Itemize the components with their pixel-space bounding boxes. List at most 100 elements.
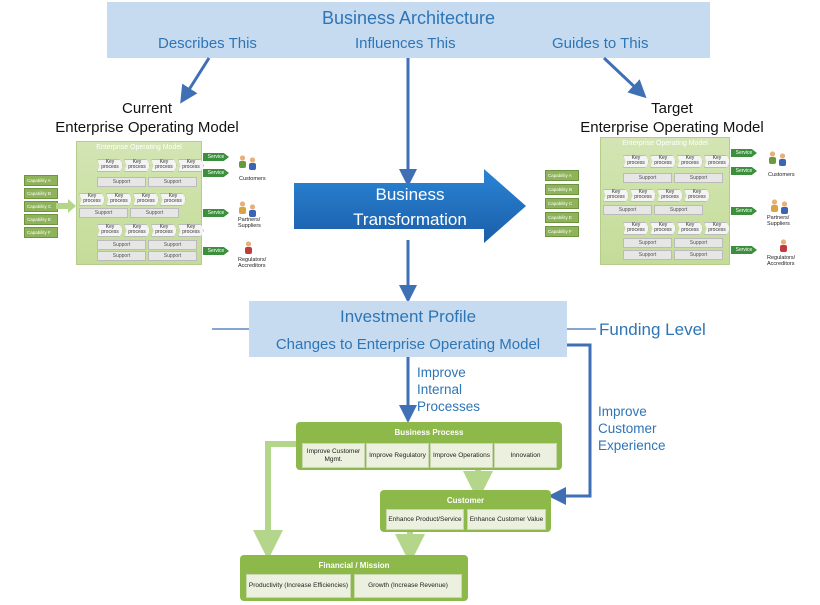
business-process-box: Business Process Improve Customer Mgmt. … (296, 422, 562, 470)
capability-e: Capability E (545, 212, 579, 223)
key-process-row-3: Key process Key process Key process Key … (97, 224, 204, 237)
business-architecture-box (107, 2, 710, 58)
key-process: Key process (657, 189, 683, 202)
improve-customer-label: Improve Customer Experience (598, 403, 666, 454)
current-model-title-1: Current (121, 100, 173, 117)
improve-customer-line: Improve (598, 404, 647, 419)
bp-cell-operations: Improve Operations (430, 443, 493, 468)
key-process: Key process (623, 155, 649, 168)
key-process: Key process (79, 193, 105, 206)
target-model-title-2: Enterprise Operating Model (580, 119, 764, 136)
business-process-title: Business Process (394, 428, 464, 437)
financial-cell-growth: Growth (Increase Revenue) (354, 574, 462, 598)
improve-internal-line: Improve (417, 365, 466, 380)
capability-a: Capability A (24, 175, 58, 186)
key-process: Key process (677, 155, 703, 168)
key-process: Key process (160, 193, 186, 206)
capability-e: Capability E (24, 214, 58, 225)
current-eom-diagram: Capability A Capability B Capability C C… (22, 141, 277, 271)
key-process: Key process (677, 222, 703, 235)
arrow-guides (602, 56, 647, 99)
stakeholder-regulators-label: Regulators/ Accreditors (767, 255, 796, 267)
key-process: Key process (106, 193, 132, 206)
bp-cell-regulatory: Improve Regulatory (366, 443, 429, 468)
capability-a: Capability A (545, 170, 579, 181)
key-process-row-1: Key process Key process Key process Key … (623, 155, 730, 168)
key-process-row-3: Key process Key process Key process Key … (623, 222, 730, 235)
customer-cell-value: Enhance Customer Value (467, 509, 546, 530)
regulator-person-icon (780, 239, 787, 252)
support-box: Support (148, 251, 197, 261)
improve-internal-line: Internal (417, 382, 463, 397)
customer-title: Customer (446, 496, 485, 505)
describes-this-label: Describes This (158, 35, 257, 52)
eom-header: Enterprise Operating Model (96, 144, 182, 151)
business-transformation-arrow (294, 169, 526, 243)
key-process: Key process (151, 159, 177, 172)
capability-c: Capability C (24, 201, 58, 212)
stakeholder-customers-label: Customers (768, 172, 795, 178)
investment-profile-title: Investment Profile (339, 307, 477, 326)
business-transformation-line1: Business (375, 185, 445, 204)
partner-person-icon (781, 201, 788, 214)
key-process: Key process (124, 159, 150, 172)
improve-internal-label: Improve Internal Processes (417, 364, 480, 415)
key-process: Key process (124, 224, 150, 237)
capability-b: Capability B (24, 188, 58, 199)
key-process: Key process (650, 155, 676, 168)
service-arrow: Service (203, 153, 229, 161)
financial-mission-title: Financial / Mission (318, 561, 390, 570)
support-box: Support (603, 205, 652, 215)
key-process: Key process (133, 193, 159, 206)
service-arrow: Service (203, 169, 229, 177)
improve-customer-line: Experience (598, 438, 666, 453)
capability-b: Capability B (545, 184, 579, 195)
key-process-row-2: Key process Key process Key process Key … (79, 193, 186, 206)
current-model-title-2: Enterprise Operating Model (55, 119, 239, 136)
support-box: Support (148, 240, 197, 250)
service-arrow: Service (731, 149, 757, 157)
customer-person-icon (249, 157, 256, 170)
customer-person-icon (239, 155, 246, 168)
partner-person-icon (249, 204, 256, 217)
key-process: Key process (684, 189, 710, 202)
service-arrow: Service (731, 246, 757, 254)
customer-person-icon (769, 151, 776, 164)
stakeholder-regulators-label: Regulators/ Accreditors (238, 257, 267, 269)
service-arrow: Service (731, 207, 757, 215)
support-box: Support (79, 208, 128, 218)
key-process: Key process (650, 222, 676, 235)
bp-cell-customer-mgmt: Improve Customer Mgmt. (302, 443, 365, 468)
business-transformation-line2: Transformation (353, 210, 467, 229)
support-box: Support (674, 238, 723, 248)
arrow-bp-to-financial (253, 441, 296, 560)
arrow-to-customer (548, 343, 592, 505)
support-box: Support (97, 177, 146, 187)
guides-to-this-label: Guides to This (552, 35, 649, 52)
business-architecture-title: Business Architecture (321, 8, 496, 28)
capability-c: Capability C (545, 198, 579, 209)
improve-customer-line: Customer (598, 421, 657, 436)
partner-person-icon (771, 199, 778, 212)
support-box: Support (148, 177, 197, 187)
arrow-describes (180, 57, 211, 104)
eom-header: Enterprise Operating Model (622, 140, 708, 147)
eom-panel: Enterprise Operating Model Key process K… (76, 141, 204, 265)
key-process: Key process (623, 222, 649, 235)
key-process: Key process (151, 224, 177, 237)
stakeholder-partners-label: Partners/ Suppliers (767, 215, 790, 227)
customer-person-icon (779, 153, 786, 166)
support-box: Support (654, 205, 703, 215)
support-box: Support (130, 208, 179, 218)
support-box: Support (97, 240, 146, 250)
funding-level-label: Funding Level (599, 320, 706, 339)
bp-cell-innovation: Innovation (494, 443, 557, 468)
support-box: Support (623, 173, 672, 183)
key-process: Key process (704, 222, 730, 235)
key-process: Key process (603, 189, 629, 202)
investment-profile-subtitle: Changes to Enterprise Operating Model (275, 336, 541, 353)
service-arrow: Service (731, 167, 757, 175)
capability-f: Capability F (24, 227, 58, 238)
